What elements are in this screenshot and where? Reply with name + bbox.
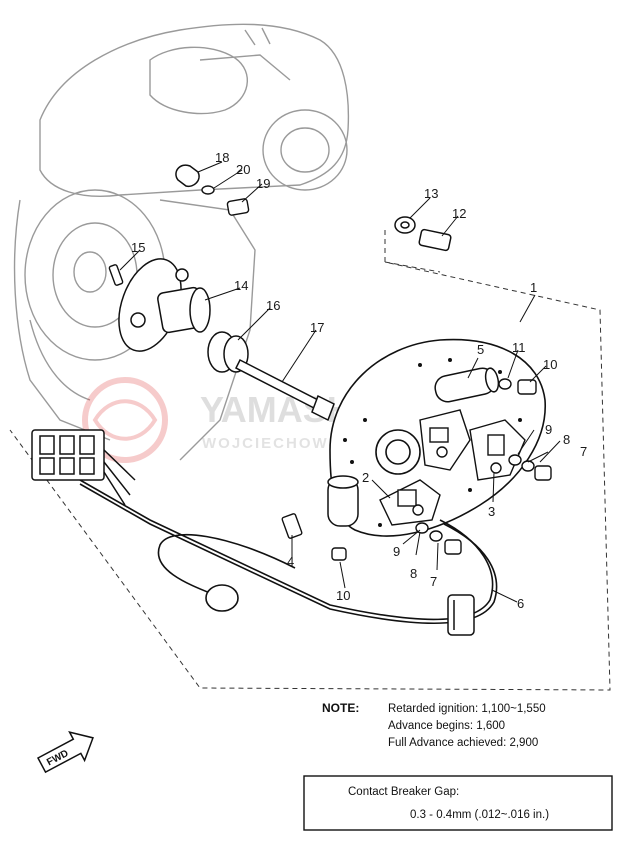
grommet — [447, 594, 475, 636]
callout-10-lower: 10 — [336, 588, 350, 603]
callout-13: 13 — [424, 186, 438, 201]
contact-breaker-lower — [379, 479, 441, 526]
callout-1: 1 — [530, 280, 537, 295]
callout-15: 15 — [131, 240, 145, 255]
wire-harness — [79, 479, 498, 624]
watermark-subtitle: WOJCIECHOWSKI — [202, 435, 360, 452]
callout-3: 3 — [488, 504, 495, 519]
lower-condenser — [327, 475, 359, 527]
pin-part — [108, 264, 124, 286]
gap-box-value: 0.3 - 0.4mm (.012~.016 in.) — [410, 809, 549, 821]
condenser-part — [434, 367, 500, 403]
callout-8-lower: 8 — [410, 566, 417, 581]
leader-lines — [119, 161, 561, 603]
callout-9-right: 9 — [545, 422, 552, 437]
callout-18: 18 — [215, 150, 229, 165]
callout-5: 5 — [477, 342, 484, 357]
callout-16: 16 — [266, 298, 280, 313]
callout-19: 19 — [256, 176, 270, 191]
screw-10-lower — [331, 547, 347, 561]
breaker-gap-box: Contact Breaker Gap: 0.3 - 0.4mm (.012~.… — [303, 775, 613, 831]
callout-11: 11 — [512, 340, 526, 355]
callout-20: 20 — [236, 162, 250, 177]
note-line-2: Advance begins: 1,600 — [388, 720, 505, 732]
terminal-part — [281, 513, 303, 539]
washer-11 — [498, 378, 512, 390]
callout-6: 6 — [517, 596, 524, 611]
note-line-3: Full Advance achieved: 2,900 — [388, 737, 538, 749]
clip-part — [175, 164, 200, 188]
callout-2: 2 — [362, 470, 369, 485]
contact-breaker-upper — [419, 409, 471, 471]
callout-14: 14 — [234, 278, 248, 293]
note-heading: NOTE: — [322, 701, 359, 715]
callout-4: 4 — [287, 554, 294, 569]
washer-13 — [394, 216, 416, 234]
lower-hardware — [415, 522, 462, 555]
note-line-1: Retarded ignition: 1,100~1,550 — [388, 703, 546, 715]
contact-breaker-right — [469, 419, 526, 481]
callout-12: 12 — [452, 206, 466, 221]
callout-10-upper: 10 — [543, 357, 557, 372]
callout-7-right: 7 — [580, 444, 587, 459]
fwd-arrow-icon: FWD — [36, 731, 94, 774]
callout-7-lower: 7 — [430, 574, 437, 589]
advancer-unit — [118, 258, 211, 352]
bolt-12 — [418, 228, 452, 252]
assembly-boundary — [9, 230, 611, 691]
long-bolt — [234, 358, 335, 422]
callout-8-right: 8 — [563, 432, 570, 447]
callout-9-lower: 9 — [393, 544, 400, 559]
washer-part — [201, 185, 215, 195]
right-hardware — [508, 454, 552, 481]
gap-box-title: Contact Breaker Gap: — [348, 786, 459, 798]
callout-17: 17 — [310, 320, 324, 335]
ignition-note: NOTE: Retarded ignition: 1,100~1,550 Adv… — [322, 701, 546, 749]
callouts: 1 2 3 4 5 6 7 7 8 8 9 9 10 10 11 12 13 1… — [131, 150, 587, 611]
connector-block — [31, 429, 136, 506]
screw-10-upper — [517, 379, 537, 395]
collar-part — [207, 331, 249, 373]
small-screw — [226, 198, 250, 216]
